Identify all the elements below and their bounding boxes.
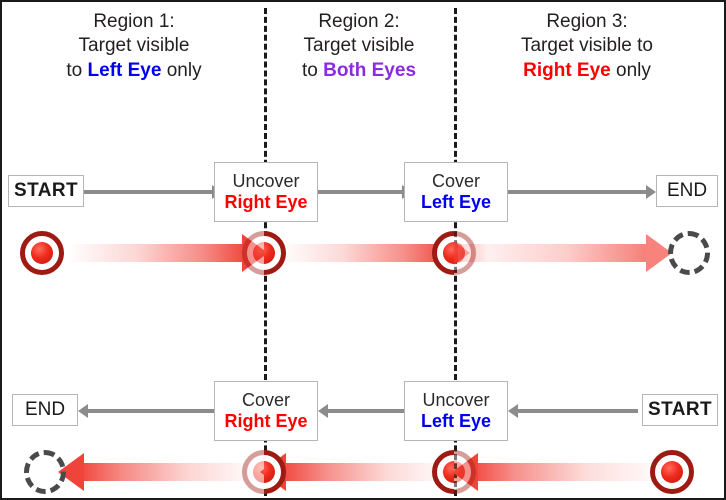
top-connector-3-arrowhead-icon xyxy=(646,185,656,199)
bottom-end-label: END xyxy=(24,399,66,420)
top-target-divider-2-solid-half xyxy=(432,231,454,275)
region-1-line3-pre: to xyxy=(66,59,88,81)
bottom-step-2-eye: Left Eye xyxy=(420,411,492,431)
region-2-line-2: Target visible xyxy=(303,35,415,57)
bottom-end-box[interactable]: END xyxy=(12,394,78,426)
bottom-target-divider-1-faded-half xyxy=(242,450,264,494)
region-3-line-1: Region 3: xyxy=(546,11,628,32)
region-2-line3-pre: to xyxy=(301,59,324,81)
bottom-connector-1-arrowhead-icon xyxy=(78,404,88,418)
bottom-connector-3-arrowhead-icon xyxy=(508,404,518,418)
bottom-motion-arrow-2-shaft xyxy=(286,463,450,481)
bullseye-center xyxy=(661,461,683,483)
region-1-line-3: to Left Eye only xyxy=(18,59,250,83)
bottom-target-solid xyxy=(650,450,694,494)
top-step-2-action: Cover xyxy=(431,171,480,192)
region-3-emphasis: Right Eye xyxy=(523,59,611,81)
bottom-motion-arrow-2 xyxy=(260,453,450,491)
bottom-step-2-action: Uncover xyxy=(422,390,490,411)
bullseye-center xyxy=(454,461,465,483)
top-connector-1 xyxy=(84,190,214,194)
top-motion-arrow-3-shaft xyxy=(458,244,646,262)
region-header-3: Region 3: Target visible to Right Eye on… xyxy=(462,10,712,83)
bottom-motion-arrow-1-shaft xyxy=(84,463,258,481)
top-step-1-eye: Right Eye xyxy=(224,192,308,212)
bottom-start-label: START xyxy=(648,399,712,420)
top-motion-arrow-1 xyxy=(68,234,268,272)
bullseye-outer-ring xyxy=(650,450,694,494)
bottom-motion-arrow-3 xyxy=(452,453,666,491)
top-start-label: START xyxy=(14,180,78,201)
bottom-target-divider-2 xyxy=(432,450,476,494)
bottom-step-1-action: Cover xyxy=(241,390,290,411)
bullseye-dashed-outline-icon xyxy=(24,450,66,494)
bullseye-center xyxy=(253,461,264,483)
bottom-target-divider-1-solid-half xyxy=(264,450,286,494)
bottom-step-2-box[interactable]: Uncover Left Eye xyxy=(404,381,508,441)
region-2-line-1: Region 2: xyxy=(318,11,400,32)
top-motion-arrow-3 xyxy=(458,234,684,272)
top-target-divider-1-solid-half xyxy=(264,231,286,275)
bullseye-center xyxy=(443,242,454,264)
region-3-line3-post: only xyxy=(610,59,651,81)
bullseye-outer-ring xyxy=(242,231,264,275)
top-motion-arrow-1-shaft xyxy=(68,244,242,262)
bullseye-center xyxy=(264,461,275,483)
region-3-line-2: Target visible to xyxy=(520,35,653,57)
top-motion-arrow-3-head-icon xyxy=(646,234,672,272)
region-header-2: Region 2: Target visible to Both Eyes xyxy=(270,10,448,83)
top-step-1-box[interactable]: Uncover Right Eye xyxy=(214,162,318,222)
region-header-1: Region 1: Target visible to Left Eye onl… xyxy=(18,10,250,83)
bullseye-outer-ring xyxy=(242,450,264,494)
region-2-line-3: to Both Eyes xyxy=(270,59,448,83)
bottom-connector-2 xyxy=(328,409,404,413)
bottom-target-divider-2-solid-half xyxy=(432,450,454,494)
bottom-target-divider-1 xyxy=(242,450,286,494)
bullseye-center xyxy=(253,242,264,264)
region-2-emphasis: Both Eyes xyxy=(323,59,417,81)
region-1-line3-post: only xyxy=(161,59,202,81)
bottom-motion-arrow-1 xyxy=(58,453,258,491)
bottom-motion-arrow-3-shaft xyxy=(478,463,666,481)
region-1-line-2: Target visible xyxy=(78,35,190,57)
bottom-connector-2-arrowhead-icon xyxy=(318,404,328,418)
top-start-box[interactable]: START xyxy=(8,175,84,207)
top-motion-arrow-2-shaft xyxy=(280,244,444,262)
top-target-divider-1-faded-half xyxy=(242,231,264,275)
bottom-target-divider-2-faded-half xyxy=(454,450,476,494)
bullseye-center xyxy=(264,242,275,264)
region-1-emphasis: Left Eye xyxy=(87,59,162,81)
region-3-line-3: Right Eye only xyxy=(462,59,712,83)
top-target-divider-1 xyxy=(242,231,286,275)
top-step-1-action: Uncover xyxy=(232,171,300,192)
top-target-divider-2 xyxy=(432,231,476,275)
top-end-label: END xyxy=(666,180,708,201)
bullseye-center xyxy=(31,242,53,264)
bottom-connector-3 xyxy=(518,409,638,413)
bottom-connector-1 xyxy=(88,409,214,413)
bullseye-dashed-outline-icon xyxy=(668,231,710,275)
top-step-2-box[interactable]: Cover Left Eye xyxy=(404,162,508,222)
bullseye-center xyxy=(454,242,465,264)
top-target-solid xyxy=(20,231,64,275)
bullseye-center xyxy=(443,461,454,483)
bottom-target-ghost xyxy=(24,450,66,494)
top-end-box[interactable]: END xyxy=(656,175,718,207)
top-connector-3 xyxy=(508,190,648,194)
bottom-start-box[interactable]: START xyxy=(642,394,718,426)
top-step-2-eye: Left Eye xyxy=(420,192,492,212)
bottom-step-1-box[interactable]: Cover Right Eye xyxy=(214,381,318,441)
bottom-step-1-eye: Right Eye xyxy=(224,411,308,431)
top-connector-2 xyxy=(318,190,404,194)
top-target-divider-2-faded-half xyxy=(454,231,476,275)
region-1-line-1: Region 1: xyxy=(93,11,175,32)
top-target-ghost xyxy=(668,231,710,275)
